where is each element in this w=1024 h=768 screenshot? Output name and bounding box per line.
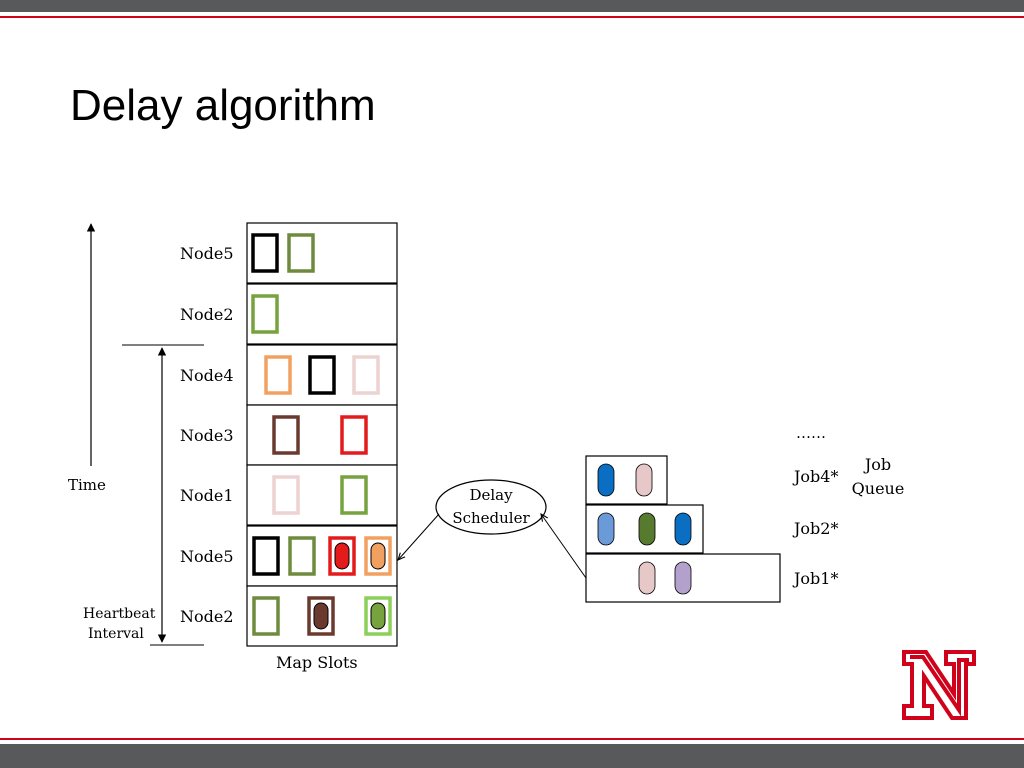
job-queue-ellipsis: …… (796, 424, 826, 442)
node-label: Node2 (180, 607, 234, 626)
node-row: Node5 (180, 222, 398, 284)
top-bar (0, 0, 1024, 12)
job-label: Job4* (792, 467, 838, 486)
node-row-box (246, 464, 398, 526)
job-label: Job1* (792, 569, 838, 588)
node-row: Node1 (180, 464, 398, 526)
node-row: Node2 (180, 283, 398, 345)
node-label: Node4 (180, 366, 234, 385)
pending-task (638, 512, 656, 546)
pending-task (635, 463, 653, 497)
node-label: Node1 (180, 486, 234, 505)
map-slots-label: Map Slots (276, 653, 358, 672)
job-row: Job2* (585, 504, 838, 554)
map-slot (340, 415, 368, 455)
running-task (313, 602, 329, 630)
heartbeat-label: Heartbeat (83, 606, 156, 622)
job-queue-label-line1: Job (863, 455, 891, 474)
node-label: Node5 (180, 547, 234, 566)
job-queue: Job4* Job2* Job1* (585, 455, 838, 603)
running-task (370, 542, 386, 570)
job-label: Job2* (792, 519, 838, 538)
node-row: Node4 (180, 344, 398, 406)
map-slot (272, 475, 300, 515)
bottom-rule (0, 738, 1024, 740)
delay-scheduler-bubble (435, 479, 547, 535)
node-row: Node2 (180, 585, 398, 647)
map-slot (252, 596, 280, 636)
scheduler-to-slots-arrow (398, 513, 440, 560)
job-row: Job4* (585, 455, 838, 505)
interval-label: Interval (88, 626, 144, 642)
map-slot (287, 233, 315, 273)
pending-task (674, 561, 692, 595)
top-rule (0, 16, 1024, 18)
job-row: Job1* (585, 553, 838, 603)
slide-title: Delay algorithm (70, 81, 376, 130)
node-label: Node5 (180, 244, 234, 263)
queue-to-scheduler-arrow (541, 514, 587, 579)
map-slot (340, 475, 368, 515)
job-queue-label-line2: Queue (852, 479, 905, 498)
running-task (334, 542, 350, 570)
time-label: Time (68, 476, 106, 494)
map-slot (251, 294, 279, 334)
running-task (370, 602, 386, 630)
map-slot (308, 355, 336, 395)
pending-task (597, 512, 615, 546)
pending-task (674, 512, 692, 546)
map-slot (272, 415, 300, 455)
map-slot (352, 355, 380, 395)
map-slot (288, 536, 316, 576)
pending-task (597, 463, 615, 497)
university-n-logo (902, 650, 976, 720)
map-slot (251, 233, 279, 273)
node-row-box (246, 404, 398, 466)
bottom-bar (0, 744, 1024, 768)
node-label: Node2 (180, 305, 234, 324)
delay-scheduler-label-line1: Delay (469, 486, 513, 504)
node-label: Node3 (180, 426, 234, 445)
map-slot (264, 355, 292, 395)
pending-task (638, 561, 656, 595)
node-row: Node5 (180, 525, 398, 587)
map-slot (252, 536, 280, 576)
node-row: Node3 (180, 404, 398, 466)
delay-scheduler-label-line2: Scheduler (452, 509, 530, 527)
